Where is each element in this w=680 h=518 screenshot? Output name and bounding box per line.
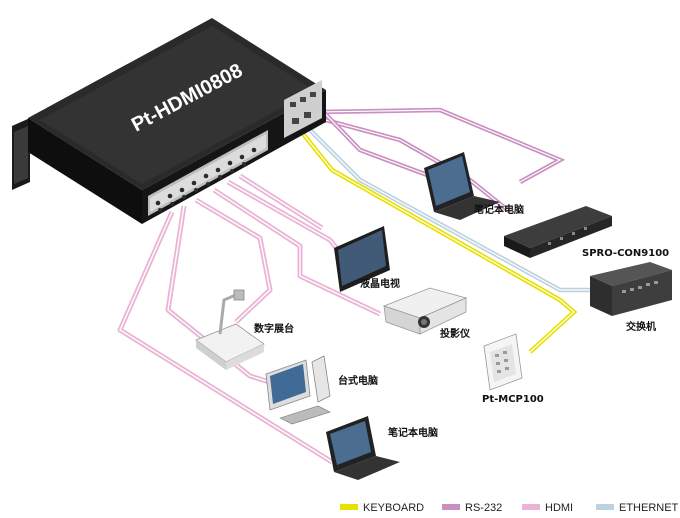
hdmi-cable-to-lcd-tv	[226, 179, 340, 252]
label-controller: SPRO-CON9100	[582, 248, 669, 259]
document-camera: 数字展台	[195, 289, 294, 370]
label-desktop-pc: 台式电脑	[338, 374, 378, 387]
desktop-computer: 台式电脑	[265, 355, 378, 425]
hdmi-cable-to-laptop-bottom	[117, 210, 334, 465]
legend-swatch-rs-232	[442, 504, 460, 510]
rs232-cable-to-laptop-top-2	[310, 98, 431, 179]
network-switch: 交换机	[590, 262, 672, 333]
hdmi-cable-to-doc-camera	[194, 197, 273, 324]
hdmi-cables	[117, 173, 382, 465]
legend-swatch-hdmi	[522, 504, 540, 510]
rs232-cable-to-laptop-top	[317, 107, 566, 184]
legend-label-ethernet: ETHERNET	[619, 502, 679, 514]
hdmi-cable-to-projector	[212, 187, 382, 317]
legend-label-keyboard: KEYBOARD	[363, 502, 424, 514]
projector: 投影仪	[382, 287, 471, 340]
keyboard-cable	[298, 128, 578, 354]
legend-swatch-ethernet	[596, 504, 614, 510]
hdmi-matrix-chassis: Pt-HDMI0808	[12, 18, 326, 224]
legend-label-rs-232: RS-232	[465, 502, 502, 514]
legend: KEYBOARD RS-232 HDMI ETHERNET	[340, 502, 679, 514]
spro-con9100-controller: SPRO-CON9100	[504, 206, 669, 259]
label-doc-camera: 数字展台	[254, 322, 294, 335]
legend-swatch-keyboard	[340, 504, 358, 510]
hdmi-cable-to-tv-upper	[238, 173, 324, 231]
laptop-top: 笔记本电脑	[424, 152, 524, 220]
label-lcd-tv: 液晶电视	[360, 277, 400, 290]
rs232-cable-to-controller	[317, 115, 512, 214]
laptop-bottom: 笔记本电脑	[326, 416, 438, 480]
cables	[117, 98, 596, 465]
ethernet-cable	[304, 124, 596, 293]
label-switch: 交换机	[626, 320, 656, 333]
label-panel: Pt-MCP100	[482, 394, 544, 405]
rs232-cables	[310, 98, 566, 214]
front-hdmi-ports	[155, 147, 257, 212]
pt-mcp100-panel: Pt-MCP100	[482, 333, 544, 405]
label-laptop-bottom: 笔记本电脑	[388, 426, 438, 439]
lcd-tv: 液晶电视	[334, 226, 400, 292]
label-laptop-top: 笔记本电脑	[474, 203, 524, 216]
legend-label-hdmi: HDMI	[545, 502, 573, 514]
label-projector: 投影仪	[440, 327, 471, 340]
